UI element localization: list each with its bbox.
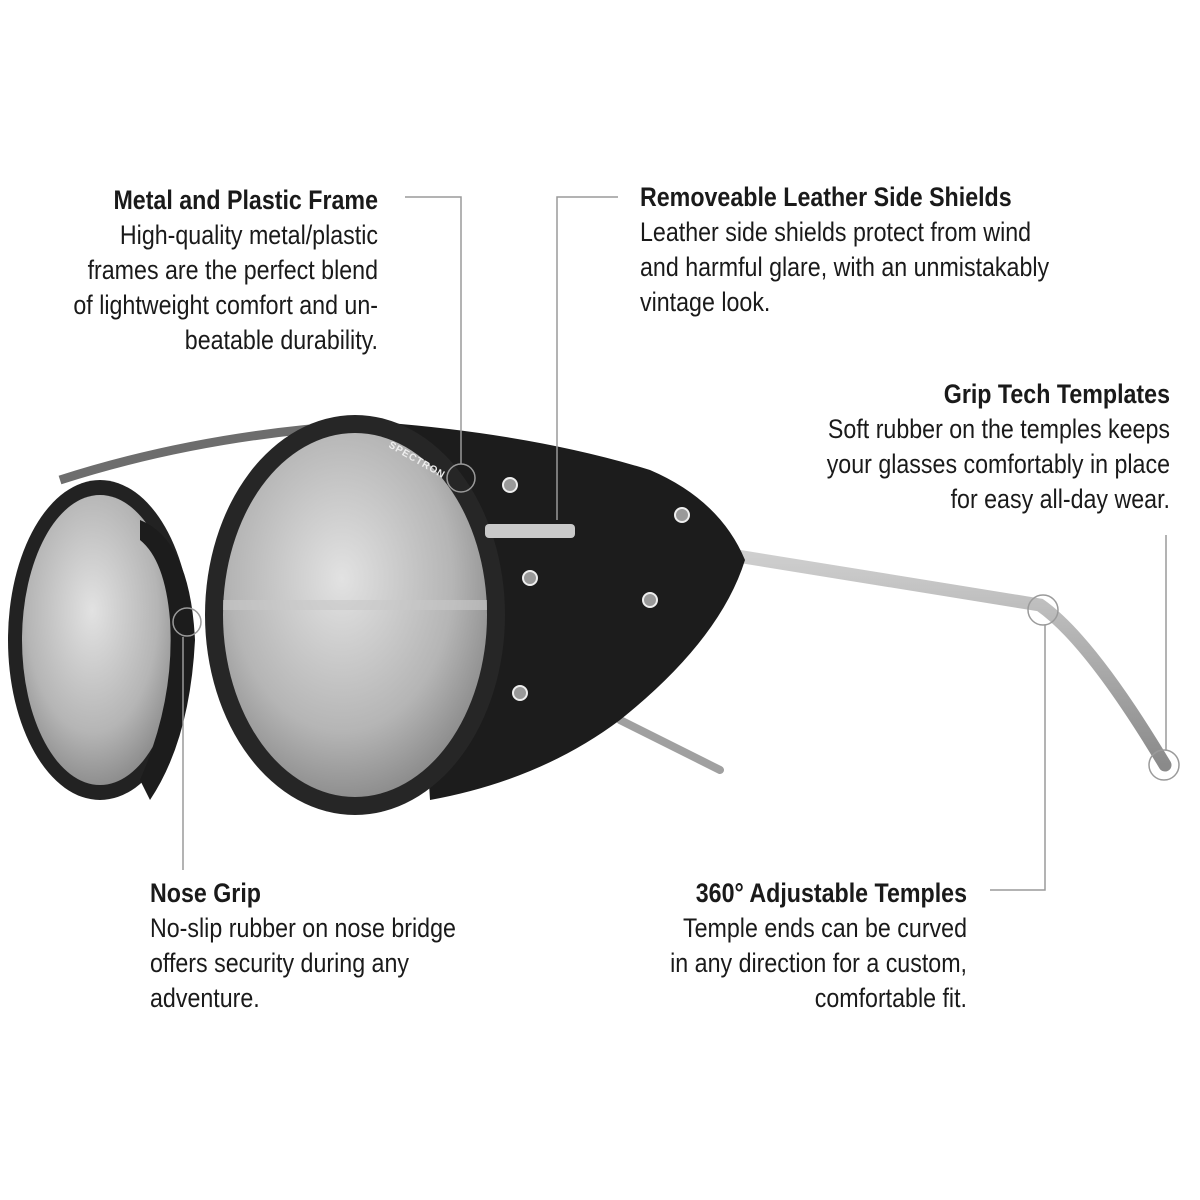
feature-text: adventure. <box>150 983 260 1013</box>
feature-text: No-slip rubber on nose bridge <box>150 913 456 943</box>
callout-lines <box>172 196 1180 891</box>
feature-text: your glasses comfortably in place <box>826 449 1170 479</box>
feature-text: Temple ends can be curved <box>683 913 967 943</box>
temple-arm <box>693 543 1172 772</box>
left-side-shield <box>140 520 195 800</box>
feature-grip-temples: Grip Tech Templates Soft rubber on the t… <box>670 377 1170 517</box>
feature-text: of lightweight comfort and un- <box>73 290 378 320</box>
right-lens <box>223 433 487 797</box>
feature-frame: Metal and Plastic Frame High-quality met… <box>0 183 378 358</box>
feature-text: High-quality metal/plastic <box>119 220 378 250</box>
feature-text: for easy all-day wear. <box>950 484 1170 514</box>
far-temple <box>616 716 724 774</box>
feature-title: Nose Grip <box>150 878 261 908</box>
feature-text: vintage look. <box>640 287 771 317</box>
feature-title: Metal and Plastic Frame <box>113 185 378 215</box>
feature-text: offers security during any <box>150 948 409 978</box>
feature-text: in any direction for a custom, <box>670 948 967 978</box>
feature-title: 360° Adjustable Temples <box>695 878 967 908</box>
feature-nose-grip: Nose Grip No-slip rubber on nose bridge … <box>150 876 610 1016</box>
feature-text: beatable durability. <box>184 325 378 355</box>
hinge <box>485 524 575 538</box>
feature-title: Removeable Leather Side Shields <box>640 182 1012 212</box>
feature-title: Grip Tech Templates <box>943 379 1170 409</box>
feature-adjustable-temples: 360° Adjustable Temples Temple ends can … <box>527 876 967 1016</box>
left-lens <box>22 495 178 785</box>
feature-text: and harmful glare, with an unmistakably <box>640 252 1050 282</box>
feature-text: Leather side shields protect from wind <box>640 217 1032 247</box>
feature-side-shields: Removeable Leather Side Shields Leather … <box>640 180 1200 320</box>
feature-text: frames are the perfect blend <box>87 255 378 285</box>
feature-text: Soft rubber on the temples keeps <box>827 414 1170 444</box>
feature-text: comfortable fit. <box>814 983 967 1013</box>
